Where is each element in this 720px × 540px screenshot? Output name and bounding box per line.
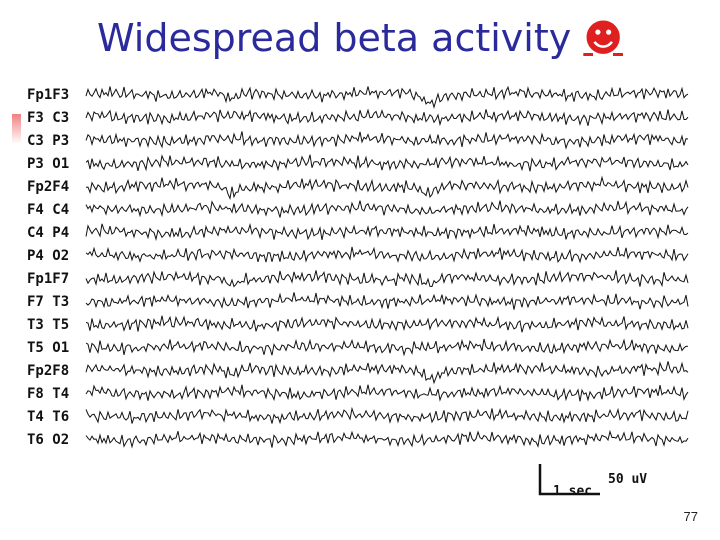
channel-label: P4 O2 <box>27 248 69 264</box>
channel-label: T4 T6 <box>27 409 69 425</box>
channel-trace <box>85 270 689 288</box>
channel-trace <box>85 406 689 425</box>
channel-trace <box>85 361 689 385</box>
channel-label: C4 P4 <box>27 225 69 241</box>
channel-trace <box>85 108 689 127</box>
smiley-icon: ☻ <box>583 16 623 60</box>
channel-trace <box>85 315 689 333</box>
channel-labels: Fp1F3 F3 C3 C3 P3 P3 O1 Fp2F4 F4 C4 C4 P4 P4 O2… <box>27 87 69 448</box>
channel-label: F8 T4 <box>27 386 69 402</box>
channel-label: F3 C3 <box>27 110 69 126</box>
channel-trace <box>85 222 689 242</box>
channel-trace <box>85 292 689 310</box>
channel-trace <box>85 154 689 172</box>
channel-label: Fp2F4 <box>27 179 69 195</box>
channel-label: P3 O1 <box>27 156 69 172</box>
channel-label: F4 C4 <box>27 202 69 218</box>
channel-label: T6 O2 <box>27 432 69 448</box>
channel-trace <box>85 131 689 150</box>
channel-trace <box>85 384 689 402</box>
channel-trace <box>85 200 689 218</box>
channel-trace <box>85 338 689 357</box>
channel-trace <box>85 246 689 264</box>
channel-label: C3 P3 <box>27 133 69 149</box>
accent-bar <box>12 114 21 144</box>
channel-label: Fp2F8 <box>27 363 69 379</box>
page-number: 77 <box>683 509 698 524</box>
eeg-recording: Fp1F3 F3 C3 C3 P3 P3 O1 Fp2F4 F4 C4 C4 P4 P4 O2… <box>27 85 689 499</box>
channel-trace <box>85 85 689 109</box>
channel-trace <box>85 429 689 449</box>
slide-title: Widespread beta activity ☻ <box>0 16 720 60</box>
channel-label: T5 O1 <box>27 340 69 356</box>
scale-bar: 50 uV 1 sec <box>538 464 647 499</box>
channel-label: Fp1F7 <box>27 271 69 287</box>
scale-bar-lines <box>538 464 600 496</box>
scale-voltage-label: 50 uV <box>608 472 647 487</box>
channel-traces <box>85 85 689 449</box>
slide-title-text: Widespread beta activity <box>97 16 572 60</box>
scale-time-label: 1 sec <box>553 484 592 499</box>
channel-label: Fp1F3 <box>27 87 69 103</box>
channel-trace <box>85 175 689 201</box>
channel-label: T3 T5 <box>27 317 69 333</box>
channel-label: F7 T3 <box>27 294 69 310</box>
